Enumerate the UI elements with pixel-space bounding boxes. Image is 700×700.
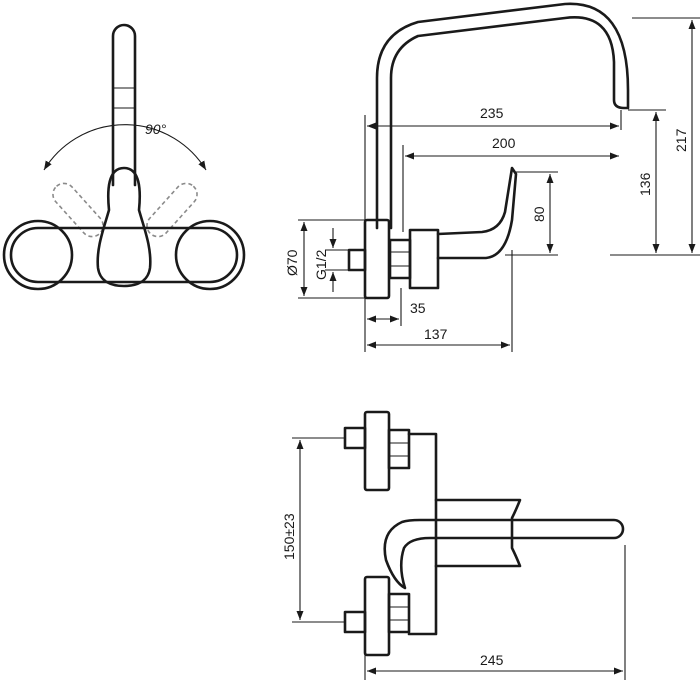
front-view: 90° — [2, 23, 246, 291]
lever-front — [96, 166, 152, 288]
side-dimensions: 235 200 217 136 80 Ø70 G1/2 35 — [284, 17, 700, 352]
lever-top — [434, 498, 522, 568]
spout-top — [383, 518, 625, 590]
dim-137: 137 — [424, 326, 448, 342]
dim-235: 235 — [480, 105, 504, 121]
flange-bottom — [363, 575, 391, 657]
dim-150-23: 150±23 — [281, 513, 297, 560]
flange-side — [363, 218, 391, 300]
lever-side — [436, 166, 518, 260]
spout-front — [111, 23, 137, 187]
connector-bottom — [343, 610, 367, 634]
spout-side — [375, 2, 630, 230]
nut-top — [387, 428, 411, 470]
dim-35: 35 — [410, 300, 426, 316]
dim-thread-g12: G1/2 — [313, 249, 329, 280]
dim-136: 136 — [637, 172, 653, 196]
flange-left — [2, 219, 74, 291]
dim-245: 245 — [480, 652, 504, 668]
nut-bottom — [387, 592, 411, 634]
thread-connector — [347, 248, 367, 272]
dim-217: 217 — [673, 128, 689, 152]
top-view — [343, 410, 625, 657]
dim-200: 200 — [492, 135, 516, 151]
dim-80: 80 — [531, 206, 547, 222]
dim-diameter-70: Ø70 — [284, 249, 300, 276]
swivel-arc — [43, 124, 207, 171]
body-top — [407, 432, 438, 636]
top-dimensions: 150±23 245 — [281, 437, 626, 680]
lever-ghost-right — [146, 182, 198, 238]
body-side — [408, 228, 440, 290]
connector-top — [343, 426, 367, 450]
lever-ghost-left — [52, 182, 104, 238]
side-view — [347, 2, 630, 300]
body-front — [9, 226, 239, 284]
flange-top — [363, 410, 391, 492]
nut-side — [388, 238, 412, 280]
swivel-angle-label: 90° — [145, 121, 167, 137]
flange-right — [174, 219, 246, 291]
